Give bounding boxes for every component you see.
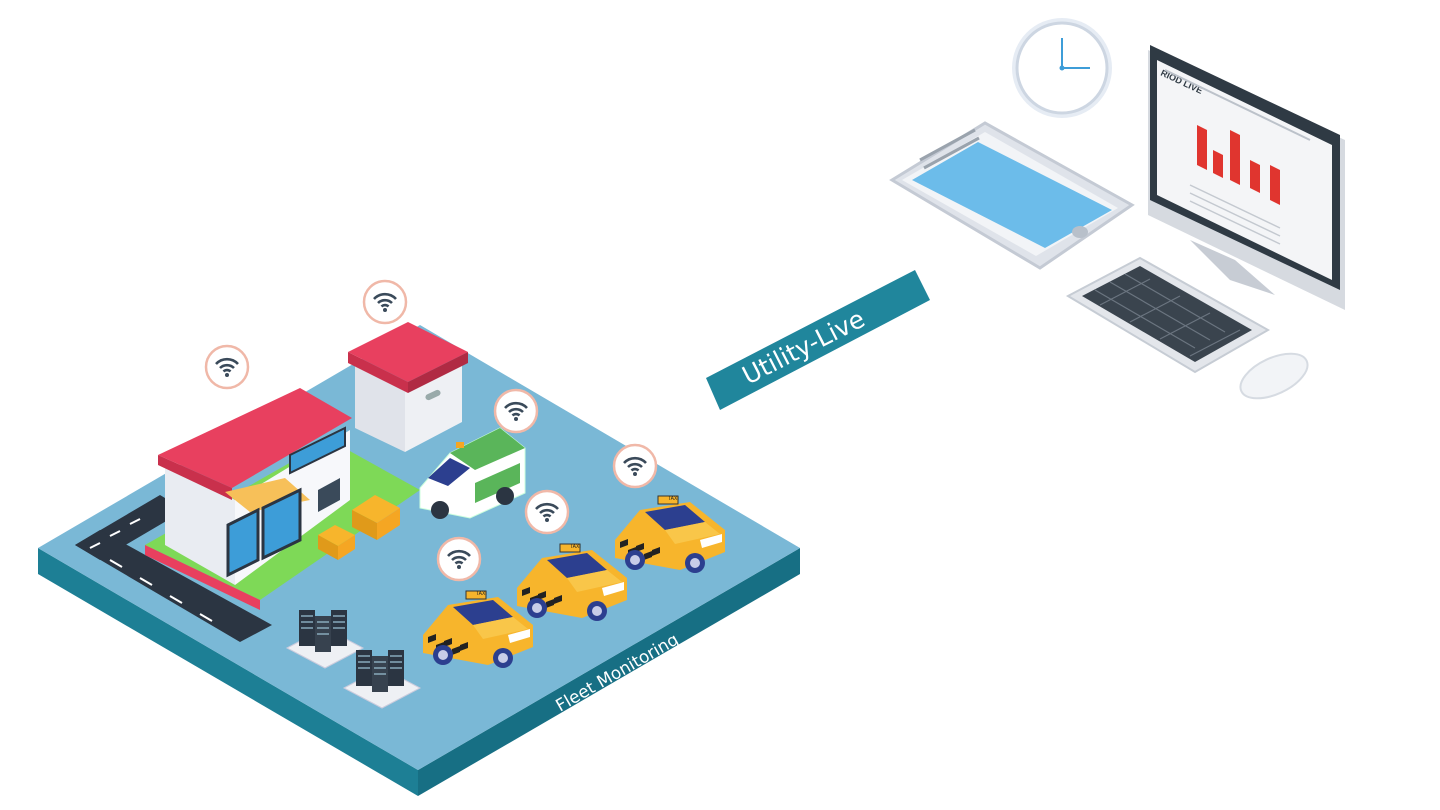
chart-bar	[1250, 160, 1260, 193]
wifi-icon	[612, 443, 658, 489]
wifi-icon	[493, 388, 539, 434]
utility-live-banner: Utility-Live	[706, 270, 930, 410]
platform-top	[38, 325, 800, 770]
wifi-icon	[362, 279, 408, 325]
clock-icon	[1012, 18, 1112, 118]
taxi-sign: TAXI	[570, 544, 581, 550]
platform-side-right	[418, 548, 800, 796]
wifi-icon	[524, 489, 570, 535]
platform-side-left	[38, 548, 418, 796]
banner-label: Utility-Live	[738, 304, 870, 390]
taxi-3: TAXI	[614, 495, 726, 574]
taxi-sign: TAXI	[476, 591, 487, 597]
platform: Fleet Monitoring	[38, 325, 800, 796]
tablet-screen	[912, 142, 1112, 248]
chart-bar	[1197, 125, 1207, 170]
keyboard	[1065, 256, 1271, 374]
taxi-1: TAXI	[422, 590, 534, 669]
chart-bar	[1270, 165, 1280, 205]
desktop-monitor: RIOD LIVE	[1148, 45, 1345, 310]
chart-bar	[1230, 130, 1240, 185]
wifi-icon	[204, 344, 250, 390]
taxi-sign: TAXI	[668, 496, 679, 502]
taxi-2: TAXI	[516, 543, 628, 622]
warehouse-building	[158, 388, 352, 585]
chart-bar	[1213, 150, 1223, 178]
tablet	[889, 121, 1135, 270]
storage-building	[348, 322, 468, 452]
road	[75, 495, 272, 642]
monitor-bar-chart	[1197, 125, 1280, 205]
wifi-icon	[436, 536, 482, 582]
mouse	[1239, 352, 1309, 400]
monitor-screen	[1157, 60, 1332, 280]
packages	[318, 495, 400, 560]
delivery-van	[419, 427, 526, 519]
